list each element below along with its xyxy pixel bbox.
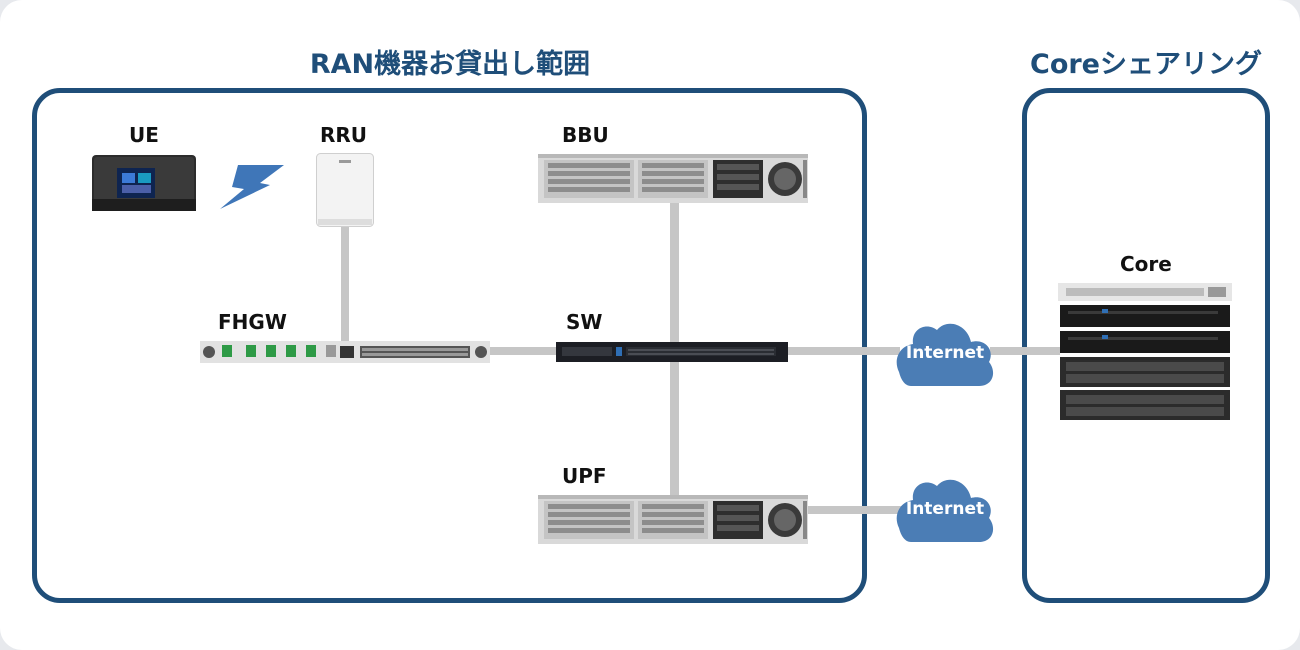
core-group-box [1022, 88, 1270, 603]
link-fhgw-sw [480, 347, 560, 355]
sw-switch-icon [556, 342, 788, 362]
internet-cloud-bottom-icon [896, 479, 994, 542]
core-label: Core [1120, 252, 1172, 276]
lightning-icon [220, 165, 284, 209]
link-sw-internet [788, 347, 900, 355]
ran-group-title: RAN機器お貸出し範囲 [309, 49, 591, 80]
bbu-label: BBU [562, 123, 609, 147]
internet-cloud-top-icon [896, 323, 994, 386]
ran-group-box [32, 88, 867, 603]
core-group-title: Coreシェアリング [1030, 49, 1262, 80]
rru-device-icon [316, 153, 374, 227]
ue-device-icon [92, 155, 196, 211]
link-internet-core [990, 347, 1060, 355]
core-rack-icon [1058, 283, 1232, 420]
sw-label: SW [566, 310, 603, 334]
fhgw-device-icon [200, 341, 490, 363]
upf-label: UPF [562, 464, 607, 488]
link-rru-fhgw [341, 225, 349, 353]
rru-label: RRU [320, 123, 368, 147]
upf-server-icon [538, 495, 808, 544]
ue-label: UE [129, 123, 159, 147]
internet-bottom-label: Internet [905, 499, 985, 519]
internet-top-label: Internet [905, 343, 985, 363]
fhgw-label: FHGW [218, 310, 287, 334]
bbu-server-icon [538, 154, 808, 203]
link-upf-internet [808, 506, 902, 514]
